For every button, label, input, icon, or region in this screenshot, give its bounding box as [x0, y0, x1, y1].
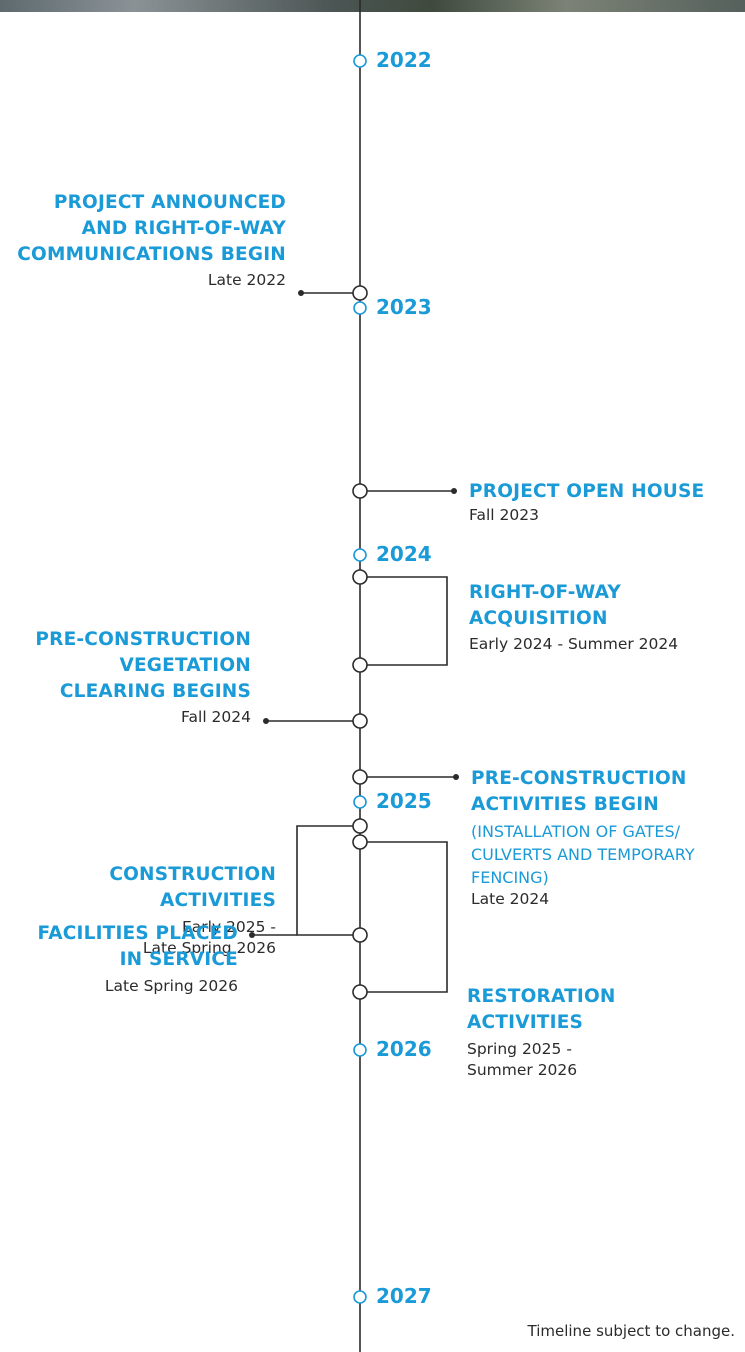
bracket-row-acquisition [367, 576, 448, 666]
node-announced [352, 285, 368, 301]
year-label-2022: 2022 [376, 48, 432, 72]
event-construction: CONSTRUCTION ACTIVITIES Early 2025 - Lat… [56, 862, 276, 959]
dot-open-house [451, 488, 457, 494]
event-date: Early 2024 - Summer 2024 [469, 635, 679, 653]
event-detail-line: (INSTALLATION OF GATES/ [471, 822, 681, 841]
event-restoration: RESTORATION ACTIVITIES Spring 2025 - Sum… [467, 984, 707, 1081]
dot-announced [298, 290, 304, 296]
year-marker-2022 [353, 54, 367, 68]
bracket-construction [296, 825, 353, 936]
event-title-line: COMMUNICATIONS BEGIN [17, 244, 286, 265]
event-detail-line: CULVERTS AND TEMPORARY [471, 845, 695, 864]
bracket-restoration [367, 841, 448, 993]
event-in-service: FACILITIES PLACED IN SERVICE Late Spring… [0, 921, 238, 997]
event-date-line: Spring 2025 - [467, 1040, 572, 1058]
node-vegetation [352, 713, 368, 729]
event-title-line: RESTORATION [467, 986, 616, 1007]
dot-in-service [249, 932, 255, 938]
event-date: Late Spring 2026 [104, 977, 238, 995]
event-date: Late 2024 [471, 890, 550, 908]
event-date-line: Late Spring 2026 [142, 939, 276, 957]
event-title: PROJECT OPEN HOUSE [469, 481, 705, 502]
event-pre-construction: PRE-CONSTRUCTION ACTIVITIES BEGIN (INSTA… [471, 766, 743, 910]
event-title-line: PRE-CONSTRUCTION [35, 629, 251, 650]
dot-vegetation [263, 718, 269, 724]
event-announced: PROJECT ANNOUNCED AND RIGHT-OF-WAY COMMU… [0, 190, 286, 291]
node-construction-start [352, 818, 368, 834]
year-marker-2024 [353, 548, 367, 562]
event-date-line: Early 2025 - [181, 918, 276, 936]
node-restoration-end [352, 984, 368, 1000]
footnote: Timeline subject to change. [527, 1322, 735, 1340]
year-marker-2023 [353, 301, 367, 315]
year-marker-2027 [353, 1290, 367, 1304]
event-date: Fall 2024 [181, 708, 251, 726]
event-detail-line: FENCING) [471, 868, 549, 887]
year-label-2023: 2023 [376, 295, 432, 319]
event-title-line: FACILITIES PLACED [37, 923, 238, 944]
event-row-acquisition: RIGHT-OF-WAY ACQUISITION Early 2024 - Su… [469, 580, 739, 655]
node-restoration-start [352, 834, 368, 850]
event-date: Late 2022 [207, 271, 286, 289]
year-label-2025: 2025 [376, 789, 432, 813]
node-row-end [352, 657, 368, 673]
year-marker-2026 [353, 1043, 367, 1057]
event-date-line: Summer 2026 [467, 1061, 578, 1079]
event-vegetation: PRE-CONSTRUCTION VEGETATION CLEARING BEG… [0, 627, 251, 728]
event-title-line: CLEARING BEGINS [59, 681, 251, 702]
event-title-line: ACTIVITIES [159, 890, 276, 911]
dot-pre-construction [453, 774, 459, 780]
year-label-2027: 2027 [376, 1284, 432, 1308]
event-open-house: PROJECT OPEN HOUSE Fall 2023 [469, 479, 739, 526]
node-row-start [352, 569, 368, 585]
node-pre-construction [352, 769, 368, 785]
event-title-line: ACQUISITION [469, 608, 608, 629]
node-open-house [352, 483, 368, 499]
event-title-line: CONSTRUCTION [109, 864, 276, 885]
event-title-line: PROJECT ANNOUNCED [53, 192, 286, 213]
event-title-line: RIGHT-OF-WAY [469, 582, 621, 603]
event-title-line: IN SERVICE [119, 949, 238, 970]
event-title-line: VEGETATION [119, 655, 251, 676]
event-title-line: ACTIVITIES [467, 1012, 584, 1033]
year-label-2026: 2026 [376, 1037, 432, 1061]
header-photo-strip [0, 0, 745, 12]
year-label-2024: 2024 [376, 542, 432, 566]
event-date: Fall 2023 [469, 506, 539, 524]
event-title-line: PRE-CONSTRUCTION [471, 768, 687, 789]
node-in-service [352, 927, 368, 943]
event-title-line: AND RIGHT-OF-WAY [81, 218, 286, 239]
event-title-line: ACTIVITIES BEGIN [471, 794, 659, 815]
year-marker-2025 [353, 795, 367, 809]
